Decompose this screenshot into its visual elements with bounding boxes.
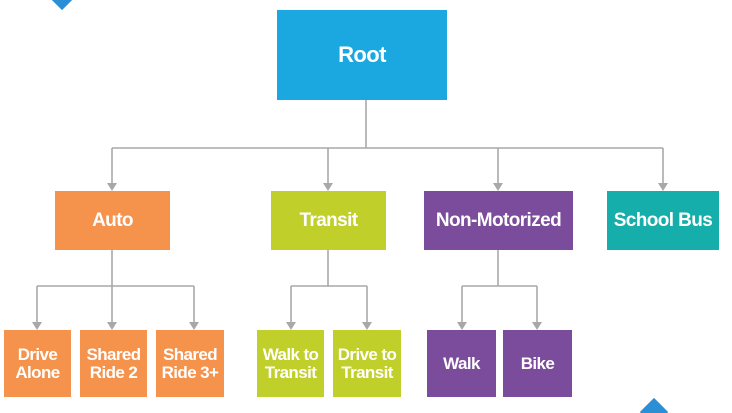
arrow-shared-ride-3 bbox=[189, 322, 199, 330]
arrow-school-bus bbox=[658, 183, 668, 191]
arrow-walk bbox=[457, 322, 467, 330]
node-bike: Bike bbox=[503, 330, 572, 397]
arrow-shared-ride-2 bbox=[107, 322, 117, 330]
node-school-bus-label: School Bus bbox=[613, 209, 713, 231]
node-transit: Transit bbox=[271, 191, 386, 250]
node-shared-ride-3: Shared Ride 3+ bbox=[156, 330, 224, 397]
arrow-auto bbox=[107, 183, 117, 191]
node-drive-to-transit: Drive to Transit bbox=[333, 330, 401, 397]
arrow-drive-alone bbox=[32, 322, 42, 330]
node-shared-ride-2-label: Shared Ride 2 bbox=[86, 344, 141, 382]
node-transit-label: Transit bbox=[299, 209, 358, 231]
node-walk-to-transit-label: Walk to Transit bbox=[262, 344, 319, 382]
node-non-motorized: Non-Motorized bbox=[424, 191, 573, 250]
arrow-drive-to-transit bbox=[362, 322, 372, 330]
node-drive-to-transit-label: Drive to Transit bbox=[337, 344, 397, 382]
arrow-transit bbox=[323, 183, 333, 191]
node-root: Root bbox=[277, 10, 447, 100]
node-walk-label: Walk bbox=[443, 353, 480, 373]
node-shared-ride-3-label: Shared Ride 3+ bbox=[161, 344, 219, 382]
node-walk-to-transit: Walk to Transit bbox=[257, 330, 324, 397]
node-drive-alone-label: Drive Alone bbox=[15, 344, 60, 382]
node-shared-ride-2: Shared Ride 2 bbox=[80, 330, 147, 397]
node-root-label: Root bbox=[338, 42, 386, 68]
arrow-bike bbox=[532, 322, 542, 330]
node-non-motorized-label: Non-Motorized bbox=[435, 209, 562, 231]
node-walk: Walk bbox=[427, 330, 496, 397]
node-auto: Auto bbox=[55, 191, 170, 250]
node-bike-label: Bike bbox=[520, 353, 555, 373]
node-auto-label: Auto bbox=[92, 209, 133, 231]
node-drive-alone: Drive Alone bbox=[4, 330, 71, 397]
node-school-bus: School Bus bbox=[607, 191, 719, 250]
arrow-non-motorized bbox=[493, 183, 503, 191]
arrow-walk-to-transit bbox=[286, 322, 296, 330]
